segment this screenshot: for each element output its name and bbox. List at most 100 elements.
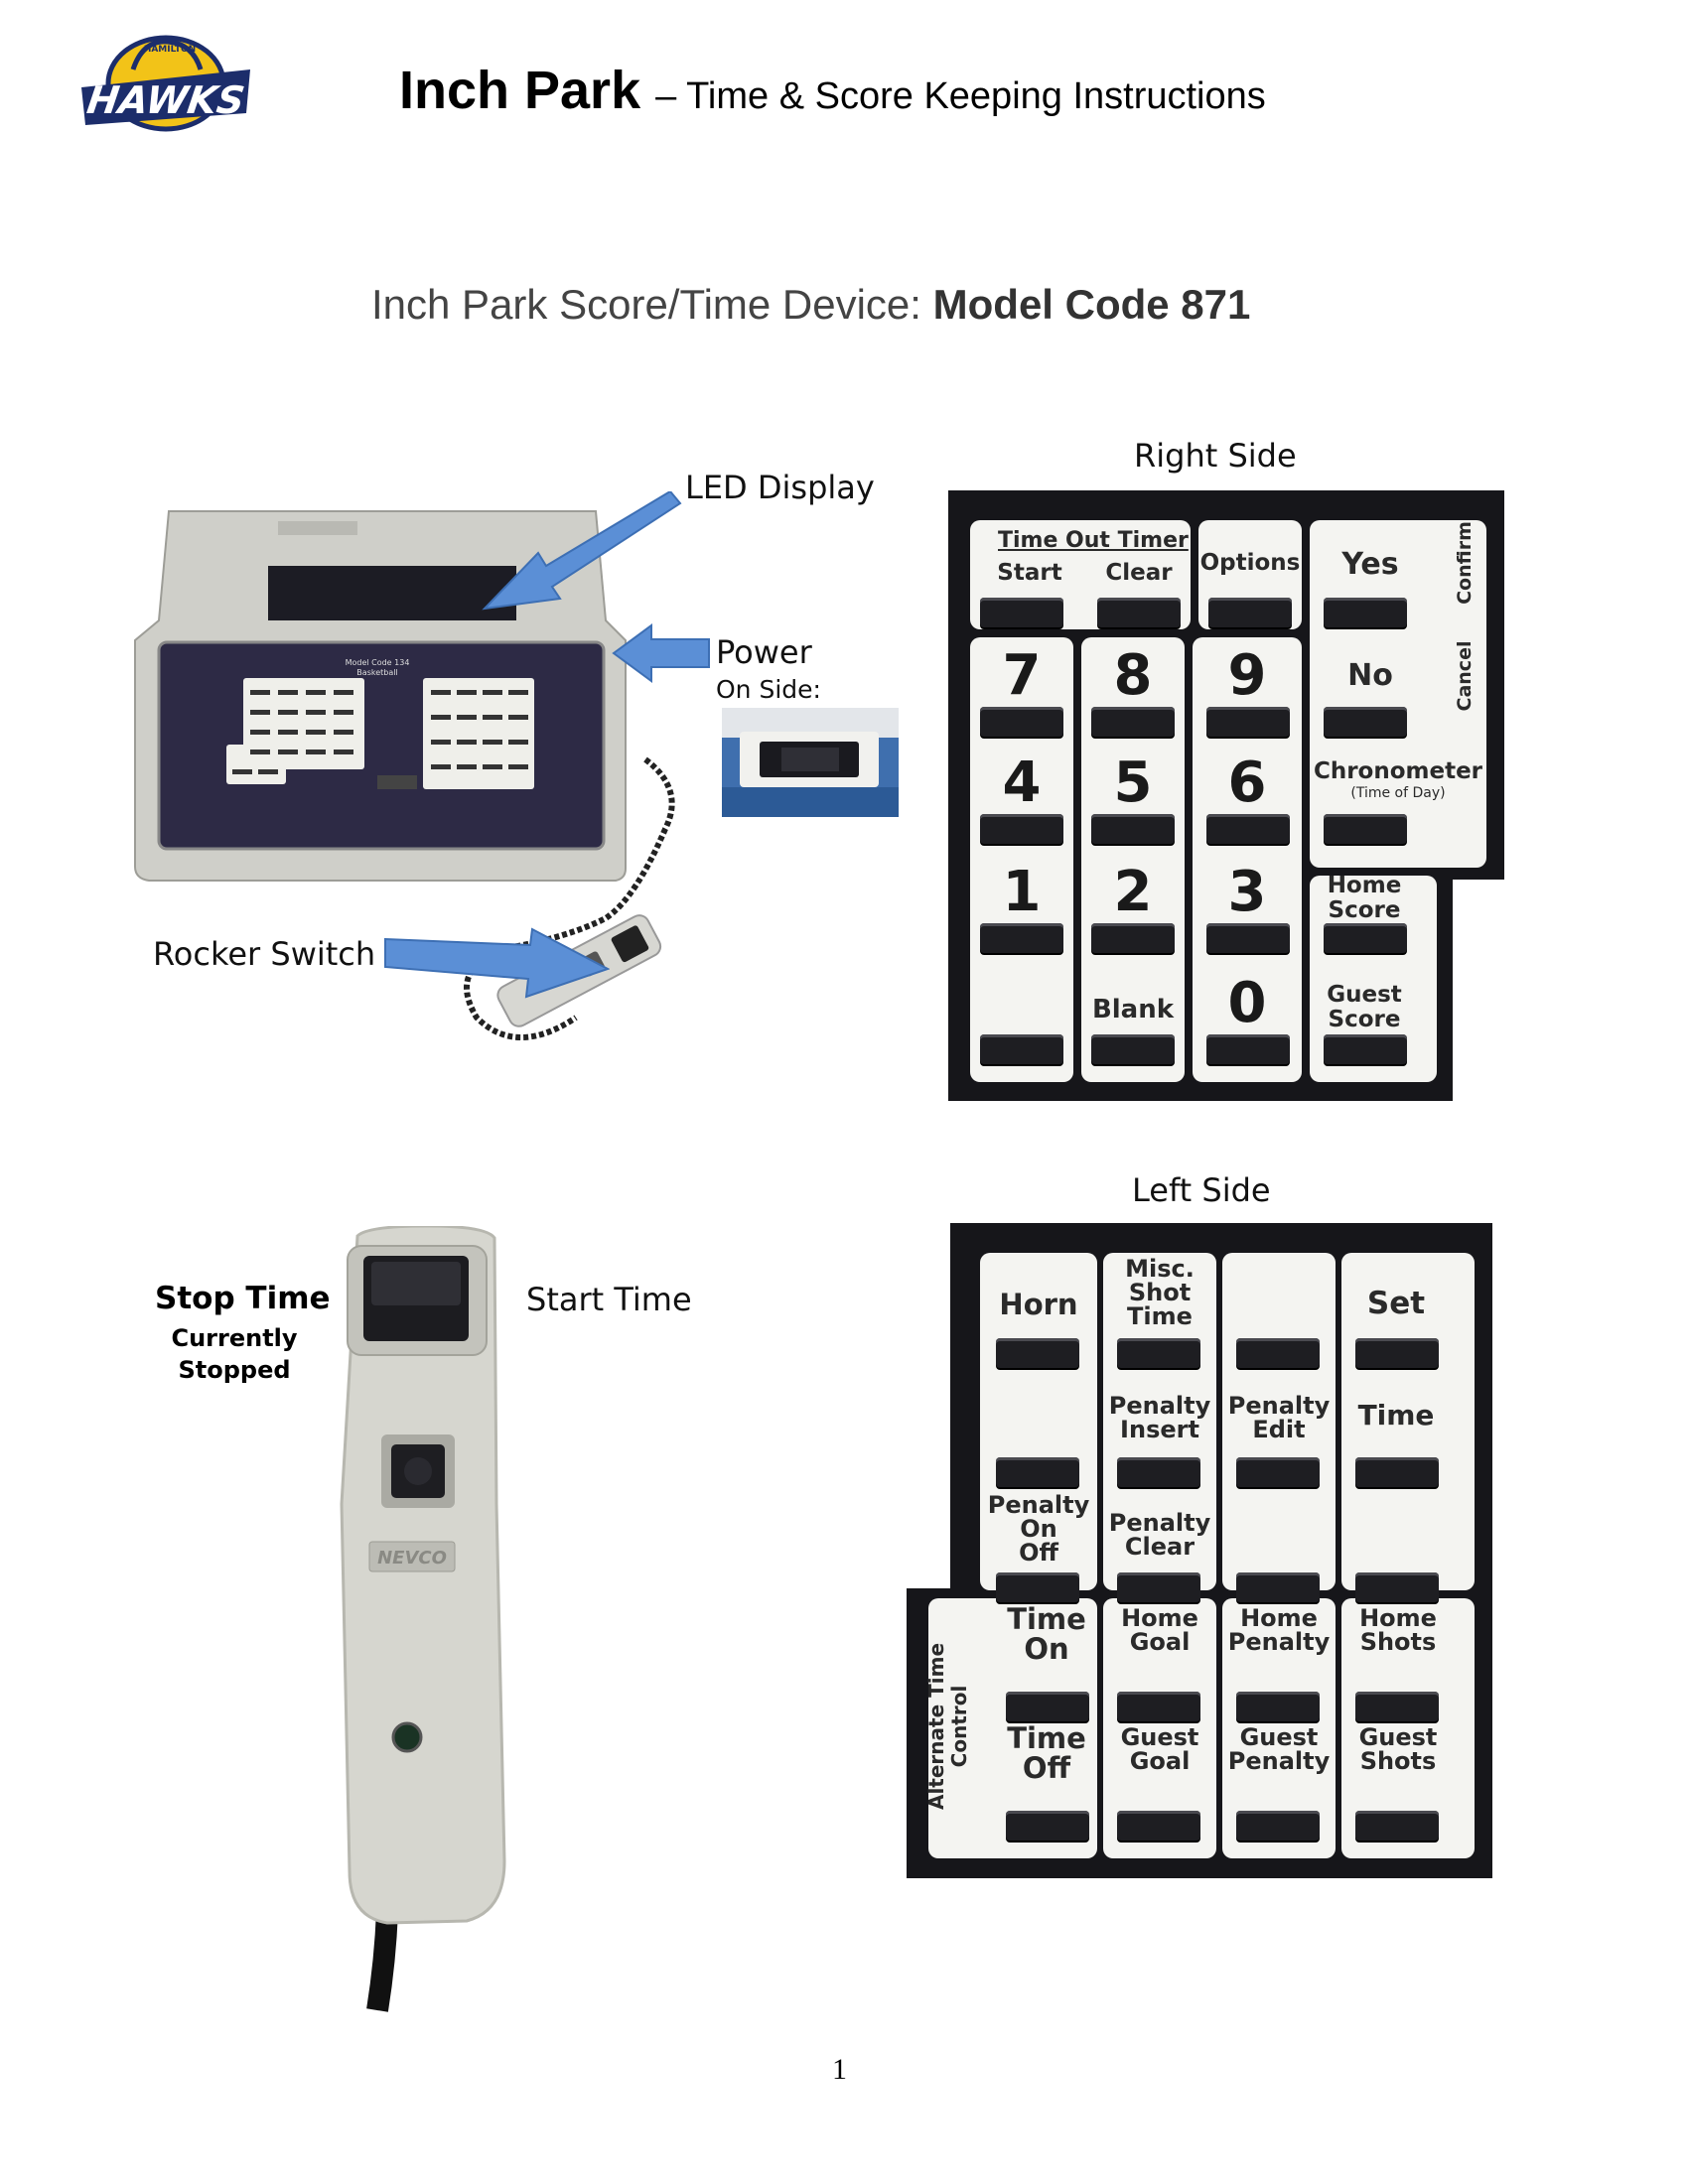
blank-key-row2[interactable] <box>996 1457 1079 1487</box>
no-key[interactable] <box>1324 707 1407 737</box>
key-0[interactable] <box>1206 1034 1290 1064</box>
digit-9-label: 9 <box>1227 643 1267 708</box>
logo-subtext: HAMILTON <box>144 45 196 55</box>
guest-goal-key[interactable] <box>1117 1811 1200 1841</box>
blank-key-row3b[interactable] <box>1355 1572 1439 1602</box>
key-7[interactable] <box>980 707 1063 737</box>
digit-8-label: 8 <box>1113 643 1153 708</box>
yes-key[interactable] <box>1324 598 1407 627</box>
left-side-label: Left Side <box>1132 1171 1271 1209</box>
digit-1-label: 1 <box>1002 860 1042 924</box>
yes-no-chrono-cell <box>1310 520 1486 868</box>
title-main: Inch Park <box>399 61 641 120</box>
blank-key-left[interactable] <box>980 1034 1063 1064</box>
key-1[interactable] <box>980 923 1063 953</box>
brand-plate <box>278 521 357 535</box>
time-out-timer-label: Time Out Timer <box>998 528 1189 553</box>
handset-photo: NEVCO <box>328 1224 526 2020</box>
home-score-key[interactable] <box>1324 923 1407 953</box>
confirm-label: Confirm <box>1454 521 1476 605</box>
penalty-edit-column <box>1222 1253 1336 1590</box>
digit-6-label: 6 <box>1227 751 1267 815</box>
plate-subtitle: Basketball <box>356 668 397 677</box>
time-on-key[interactable] <box>1006 1692 1089 1721</box>
blank-label: Blank <box>1091 995 1175 1024</box>
stopped-label: Stopped <box>178 1356 291 1384</box>
title-sub: – Time & Score Keeping Instructions <box>655 75 1266 117</box>
handset-brand: NEVCO <box>377 1548 447 1569</box>
led-display <box>268 566 516 620</box>
arrow-to-power <box>612 623 710 683</box>
set-key[interactable] <box>1355 1338 1439 1368</box>
home-penalty-key[interactable] <box>1236 1692 1320 1721</box>
penalty-edit-key[interactable] <box>1236 1457 1320 1487</box>
options-key[interactable] <box>1208 598 1292 627</box>
blank-key[interactable] <box>1091 1034 1175 1064</box>
time-off-key[interactable] <box>1006 1811 1089 1841</box>
model-code: Model Code 871 <box>932 281 1251 328</box>
on-side-label: On Side: <box>716 675 821 704</box>
page-number: 1 <box>832 2053 847 2086</box>
blank-top-key[interactable] <box>1236 1338 1320 1368</box>
chronometer-label: Chronometer <box>1313 758 1483 784</box>
time-key[interactable] <box>1355 1457 1439 1487</box>
options-label: Options <box>1199 550 1301 576</box>
home-shots-key[interactable] <box>1355 1692 1439 1721</box>
handset-led <box>391 1721 423 1753</box>
set-column <box>1341 1253 1475 1590</box>
digit-4-label: 4 <box>1002 751 1042 815</box>
guest-score-key[interactable] <box>1324 1034 1407 1064</box>
key-4[interactable] <box>980 814 1063 844</box>
key-2[interactable] <box>1091 923 1175 953</box>
digit-3-label: 3 <box>1227 860 1267 924</box>
key-6[interactable] <box>1206 814 1290 844</box>
arrow-to-led-display <box>482 491 682 611</box>
home-goal-key[interactable] <box>1117 1692 1200 1721</box>
penalty-clear-key[interactable] <box>1117 1572 1200 1602</box>
guest-penalty-key[interactable] <box>1236 1811 1320 1841</box>
misc-shot-time-key[interactable] <box>1117 1338 1200 1368</box>
page-title: Inch Park – Time & Score Keeping Instruc… <box>399 60 1266 121</box>
currently-label: Currently <box>171 1324 298 1352</box>
yes-label: Yes <box>1341 547 1399 582</box>
penalty-insert-key[interactable] <box>1117 1457 1200 1487</box>
stop-time-callout: Stop Time Currently Stopped <box>155 1281 331 1384</box>
horn-column <box>980 1253 1097 1590</box>
hawks-logo: HAWKS HAMILTON <box>73 30 258 137</box>
timeout-start-key[interactable] <box>980 598 1063 627</box>
key-9[interactable] <box>1206 707 1290 737</box>
timeout-clear-key[interactable] <box>1097 598 1181 627</box>
arrow-to-rocker-switch <box>384 927 610 999</box>
digit-0-label: 0 <box>1227 971 1267 1035</box>
power-label: Power <box>716 633 812 671</box>
device-heading-prefix: Inch Park Score/Time Device: <box>371 281 921 328</box>
horn-label: Horn <box>999 1288 1078 1321</box>
guest-shots-key[interactable] <box>1355 1811 1439 1841</box>
key-3[interactable] <box>1206 923 1290 953</box>
key-8[interactable] <box>1091 707 1175 737</box>
time-of-day-label: (Time of Day) <box>1350 785 1446 801</box>
set-label: Set <box>1366 1286 1426 1321</box>
horn-key[interactable] <box>996 1338 1079 1368</box>
penalty-on-off-key[interactable] <box>996 1572 1079 1602</box>
time-label: Time <box>1357 1399 1435 1432</box>
chronometer-key[interactable] <box>1324 814 1407 844</box>
digit-5-label: 5 <box>1113 751 1153 815</box>
right-side-keypad: Time Out Timer Start Clear Options Yes C… <box>948 490 1504 1101</box>
digit-7-label: 7 <box>1002 643 1042 708</box>
key-5[interactable] <box>1091 814 1175 844</box>
power-switch-photo <box>722 708 899 817</box>
misc-column <box>1103 1253 1216 1590</box>
blank-key-row3a[interactable] <box>1236 1572 1320 1602</box>
